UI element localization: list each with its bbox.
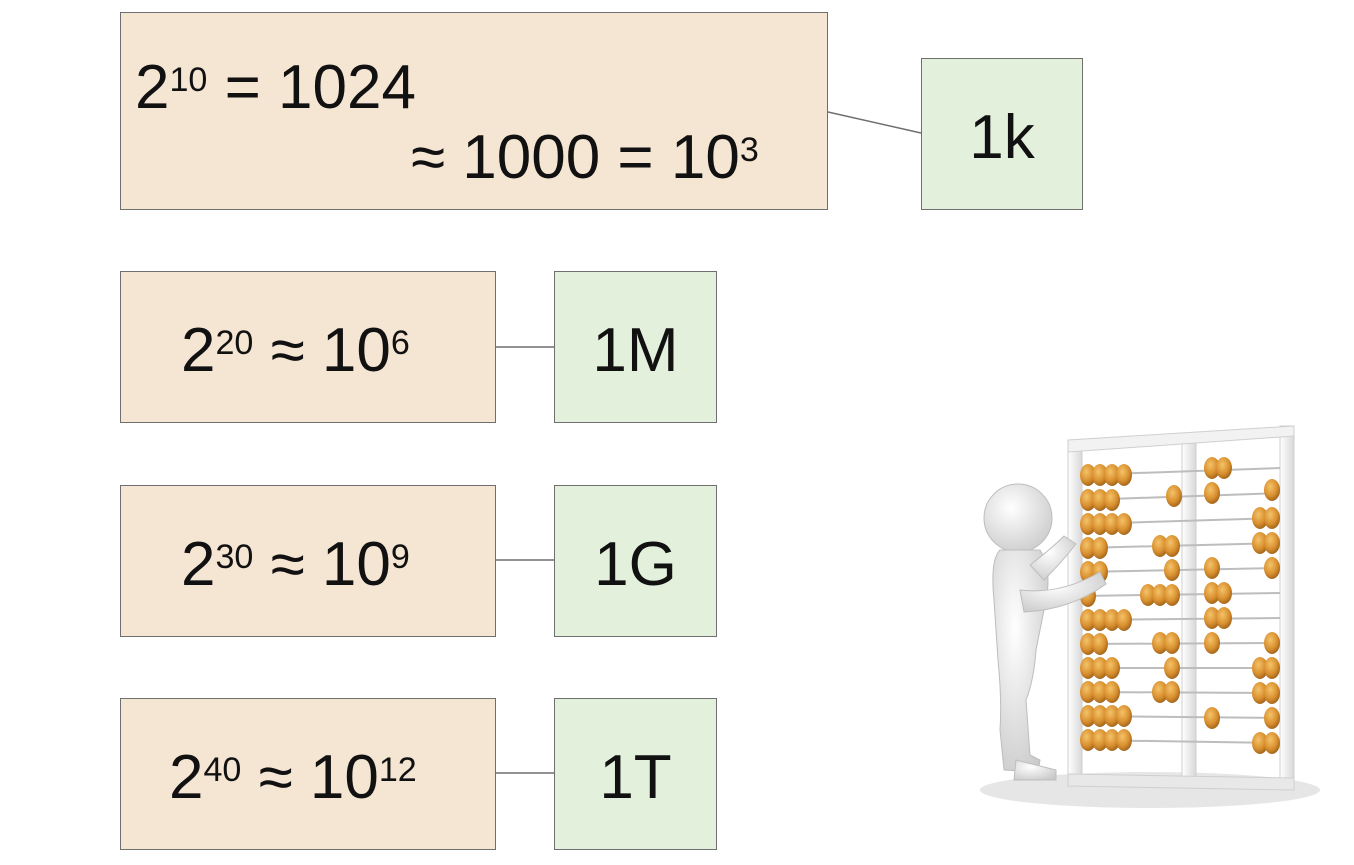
person-arm-raised — [1029, 535, 1077, 581]
abacus-frame — [1067, 425, 1295, 791]
eq-base: 10 — [321, 530, 391, 599]
eq-exponent: 10 — [169, 60, 208, 99]
person-arm-reaching — [1019, 571, 1107, 613]
equation: 220 ≈ 106 — [181, 320, 410, 382]
equation-box-2-10: 210 = 1024 ≈ 1000 = 103 — [120, 12, 828, 210]
eq-base: 2 — [135, 53, 170, 122]
eq-approx: ≈ — [253, 530, 322, 599]
eq-result: = 1024 — [207, 53, 416, 122]
eq-base: 2 — [181, 530, 216, 599]
unit-box-1k: 1k — [921, 58, 1083, 210]
person-foot — [1013, 759, 1057, 781]
eq-approx: ≈ — [241, 743, 310, 812]
eq-approx: ≈ 1000 = — [411, 123, 671, 192]
equation-box-2-40: 240 ≈ 1012 — [120, 698, 496, 850]
eq-exponent: 6 — [390, 323, 410, 362]
abacus-beads — [1080, 457, 1280, 754]
unit-box-1t: 1T — [554, 698, 717, 850]
connector-1k — [827, 111, 922, 134]
eq-base: 2 — [181, 316, 216, 385]
unit-box-1m: 1M — [554, 271, 717, 423]
eq-exponent: 30 — [215, 537, 254, 576]
unit-label: 1T — [599, 743, 672, 812]
equation: 230 ≈ 109 — [181, 534, 410, 596]
unit-label: 1M — [592, 316, 679, 385]
person-head — [983, 483, 1053, 553]
eq-exponent: 12 — [378, 750, 417, 789]
person-figure — [983, 483, 1107, 781]
eq-approx: ≈ — [253, 316, 322, 385]
unit-label: 1k — [969, 103, 1035, 172]
person-body — [992, 549, 1049, 773]
eq-exponent: 40 — [203, 750, 242, 789]
eq-exponent: 20 — [215, 323, 254, 362]
unit-box-1g: 1G — [554, 485, 717, 637]
eq-exponent: 9 — [390, 537, 410, 576]
equation-line-2: ≈ 1000 = 103 — [411, 127, 759, 189]
eq-base: 10 — [309, 743, 379, 812]
eq-base: 2 — [169, 743, 204, 812]
equation-line-1: 210 = 1024 — [135, 57, 416, 119]
equation: 240 ≈ 1012 — [169, 747, 417, 809]
equation-box-2-30: 230 ≈ 109 — [120, 485, 496, 637]
equation-box-2-20: 220 ≈ 106 — [120, 271, 496, 423]
eq-exponent: 3 — [739, 130, 759, 169]
eq-base: 10 — [321, 316, 391, 385]
unit-label: 1G — [594, 530, 677, 599]
abacus-person-illustration — [980, 425, 1320, 808]
eq-base: 10 — [670, 123, 740, 192]
